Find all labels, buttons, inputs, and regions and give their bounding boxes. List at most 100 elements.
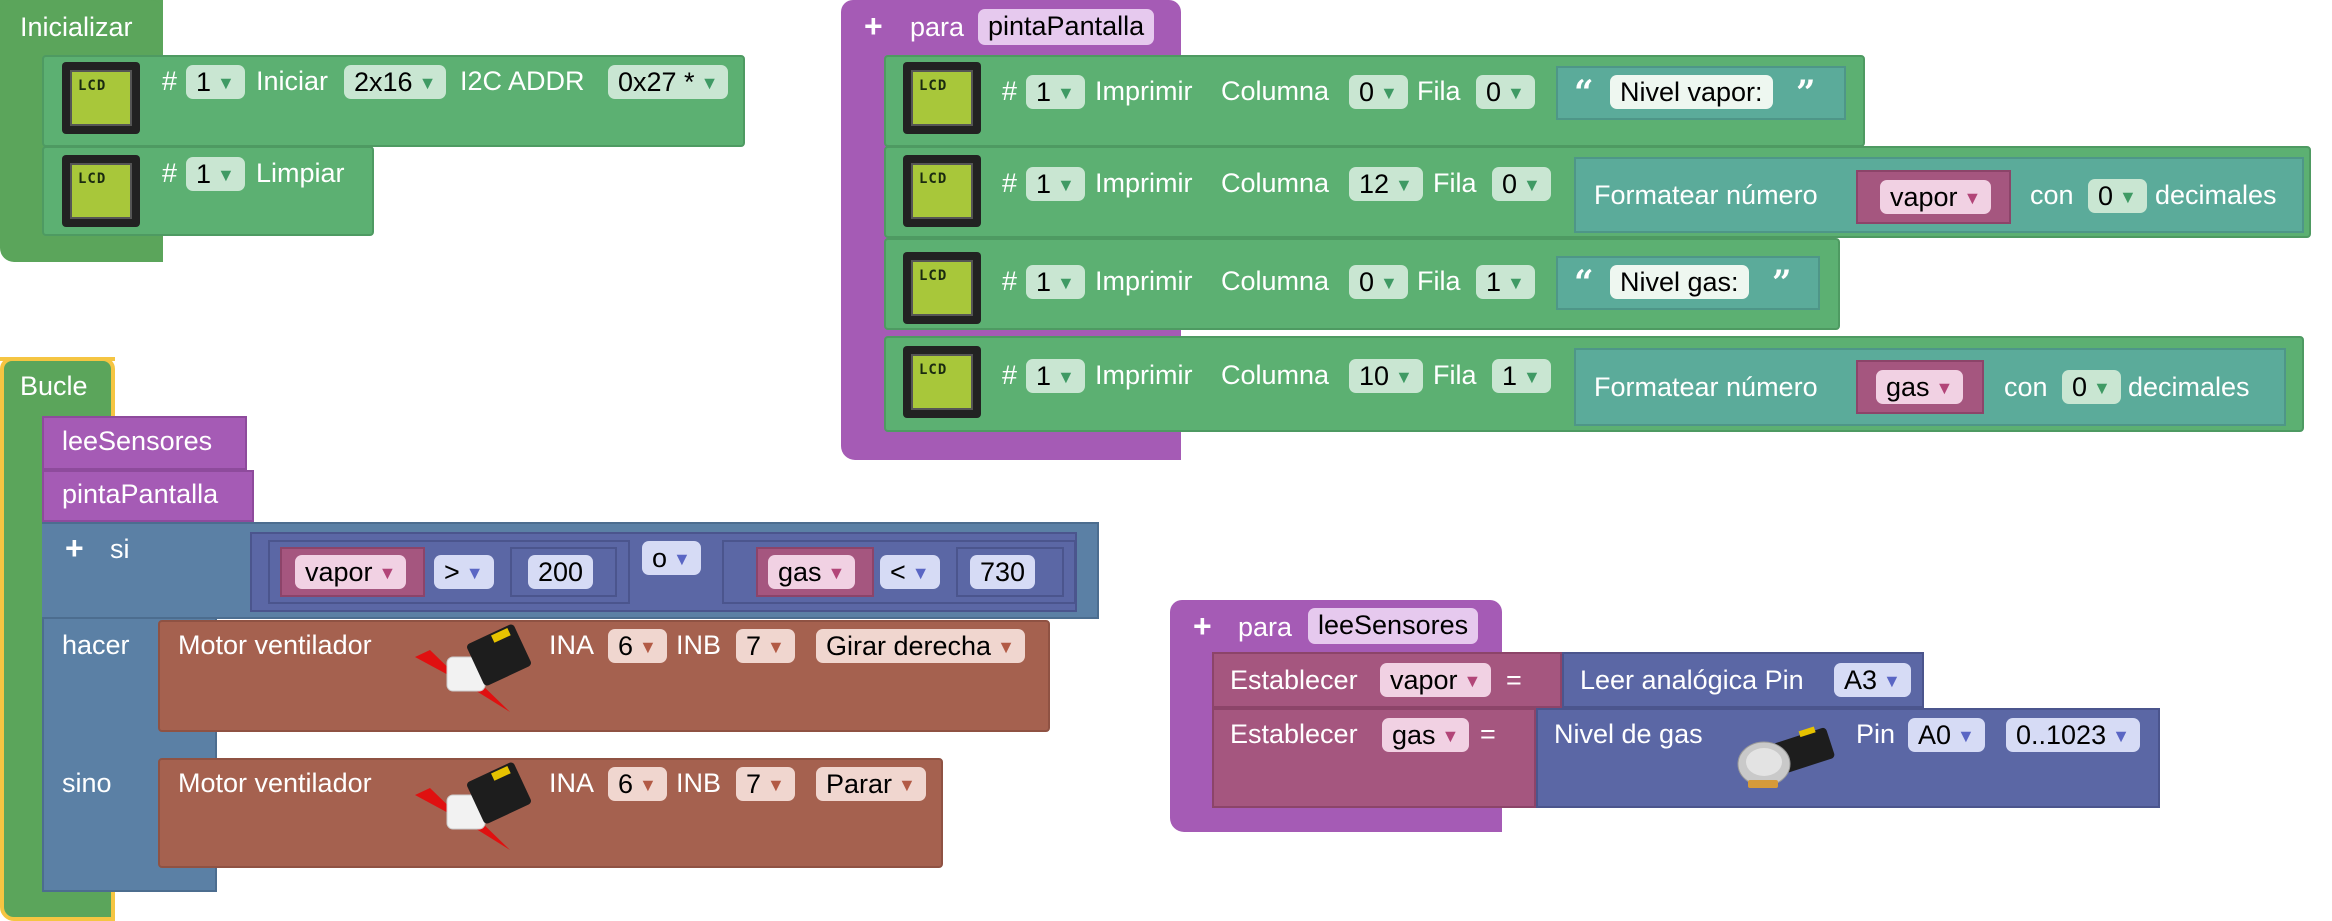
si-label: si (110, 534, 130, 564)
call-pintaPantalla[interactable] (42, 470, 254, 522)
fila-label: Fila (1417, 266, 1461, 296)
fila-dropdown[interactable]: 1▼ (1492, 359, 1551, 393)
ina-label: INA (549, 768, 595, 798)
hash-label: # (162, 158, 178, 188)
lcd-icon: LCD (903, 62, 981, 134)
fan-motor-icon (415, 762, 531, 850)
ina-dropdown[interactable]: 6▼ (608, 767, 667, 801)
inb-dropdown[interactable]: 7▼ (736, 767, 795, 801)
lcd-number-dropdown[interactable]: 1▼ (1026, 167, 1085, 201)
decimales-label: decimales (2128, 372, 2250, 402)
call-leeSensores-label: leeSensores (62, 426, 213, 456)
function-name-field[interactable]: pintaPantalla (978, 9, 1155, 45)
hash-label: # (162, 66, 178, 96)
fila-dropdown[interactable]: 0▼ (1492, 167, 1551, 201)
equals-label: = (1506, 665, 1522, 695)
lcd-number-dropdown[interactable]: 1▼ (1026, 265, 1085, 299)
variable-dropdown[interactable]: gas▼ (1382, 718, 1470, 752)
plus-icon[interactable]: + (864, 8, 883, 44)
lcd-icon: LCD (903, 155, 981, 227)
equals-label: = (1480, 719, 1496, 749)
columna-dropdown[interactable]: 0▼ (1349, 265, 1408, 299)
range-dropdown[interactable]: 0..1023▼ (2006, 718, 2140, 752)
close-quote-icon: ” (1772, 263, 1792, 303)
number-field[interactable]: 730 (970, 555, 1036, 589)
imprimir-label: Imprimir (1095, 360, 1193, 390)
hash-label: # (1002, 76, 1018, 106)
fila-label: Fila (1433, 168, 1477, 198)
columna-dropdown[interactable]: 0▼ (1349, 75, 1408, 109)
number-field[interactable]: 200 (528, 555, 594, 589)
ina-dropdown[interactable]: 6▼ (608, 629, 667, 663)
lcd-number-dropdown[interactable]: 1▼ (1026, 359, 1085, 393)
columna-label: Columna (1221, 76, 1330, 106)
motor-label: Motor ventilador (178, 630, 372, 660)
nivel-gas-label: Nivel de gas (1554, 719, 1703, 749)
operator-dropdown[interactable]: <▼ (880, 555, 940, 589)
sino-label: sino (62, 768, 112, 798)
open-quote-icon: “ (1574, 263, 1594, 303)
con-label: con (2030, 180, 2074, 210)
gas-sensor-icon (1737, 726, 1835, 788)
function-name-field[interactable]: leeSensores (1308, 608, 1479, 644)
variable-dropdown[interactable]: vapor▼ (1380, 663, 1492, 697)
lcd-size-dropdown[interactable]: 2x16▼ (344, 65, 447, 99)
decimals-dropdown[interactable]: 0▼ (2062, 370, 2121, 404)
para-label: para (1238, 612, 1293, 642)
i2c-addr-label: I2C ADDR (460, 66, 585, 96)
call-pintaPantalla-label: pintaPantalla (62, 479, 219, 509)
formatear-label: Formatear número (1594, 372, 1818, 402)
lcd-number-dropdown[interactable]: 1▼ (1026, 75, 1085, 109)
plus-icon[interactable]: + (1193, 608, 1212, 644)
inb-dropdown[interactable]: 7▼ (736, 629, 795, 663)
text-field[interactable]: Nivel vapor: (1610, 75, 1773, 109)
lcd-number-dropdown[interactable]: 1▼ (186, 157, 245, 191)
ina-label: INA (549, 630, 595, 660)
columna-label: Columna (1221, 360, 1330, 390)
con-label: con (2004, 372, 2048, 402)
set-variable-block[interactable] (1212, 708, 1536, 808)
text-field[interactable]: Nivel gas: (1610, 265, 1749, 299)
columna-label: Columna (1221, 168, 1330, 198)
open-quote-icon: “ (1574, 73, 1594, 113)
pin-dropdown[interactable]: A3▼ (1834, 663, 1911, 697)
decimals-dropdown[interactable]: 0▼ (2088, 179, 2147, 213)
hash-label: # (1002, 168, 1018, 198)
establecer-label: Establecer (1230, 665, 1358, 695)
variable-dropdown[interactable]: gas▼ (768, 555, 856, 589)
lcd-icon: LCD (903, 252, 981, 324)
inb-label: INB (676, 630, 722, 660)
fila-label: Fila (1433, 360, 1477, 390)
i2c-addr-dropdown[interactable]: 0x27 *▼ (608, 65, 729, 99)
hacer-label: hacer (62, 630, 130, 660)
close-quote-icon: ” (1796, 73, 1816, 113)
columna-label: Columna (1221, 266, 1330, 296)
motor-label: Motor ventilador (178, 768, 372, 798)
motor-action-dropdown[interactable]: Parar▼ (816, 767, 926, 801)
call-leeSensores[interactable] (42, 416, 247, 470)
motor-block[interactable] (158, 758, 943, 868)
logic-operator-dropdown[interactable]: o▼ (642, 541, 701, 575)
fan-motor-icon (415, 624, 531, 712)
hash-label: # (1002, 266, 1018, 296)
motor-action-dropdown[interactable]: Girar derecha▼ (816, 629, 1025, 663)
variable-dropdown[interactable]: gas▼ (1876, 370, 1964, 404)
variable-dropdown[interactable]: vapor▼ (295, 555, 407, 589)
columna-dropdown[interactable]: 10▼ (1349, 359, 1423, 393)
plus-icon[interactable]: + (65, 530, 84, 566)
inicializar-title: Inicializar (20, 12, 133, 42)
formatear-label: Formatear número (1594, 180, 1818, 210)
operator-dropdown[interactable]: >▼ (434, 555, 494, 589)
fila-dropdown[interactable]: 0▼ (1476, 75, 1535, 109)
hash-label: # (1002, 360, 1018, 390)
para-label: para (910, 12, 965, 42)
columna-dropdown[interactable]: 12▼ (1349, 167, 1423, 201)
fila-dropdown[interactable]: 1▼ (1476, 265, 1535, 299)
iniciar-label: Iniciar (256, 66, 329, 96)
variable-dropdown[interactable]: vapor▼ (1880, 180, 1992, 214)
imprimir-label: Imprimir (1095, 76, 1193, 106)
pin-dropdown[interactable]: A0▼ (1908, 718, 1985, 752)
lcd-number-dropdown[interactable]: 1▼ (186, 65, 245, 99)
leer-analogica-label: Leer analógica Pin (1580, 665, 1804, 695)
pin-label: Pin (1856, 719, 1896, 749)
